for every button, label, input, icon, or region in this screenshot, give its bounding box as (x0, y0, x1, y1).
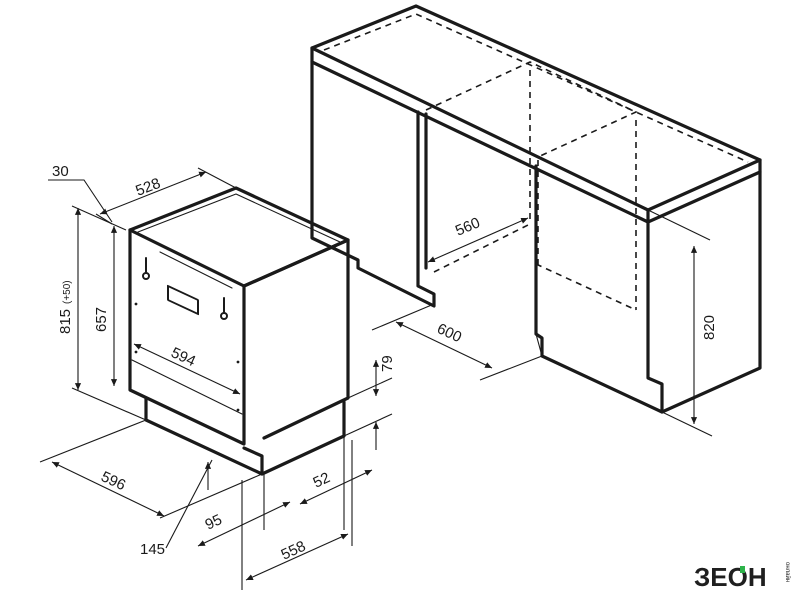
dim-815-ext-bot (71, 387, 147, 421)
mount-hole-left (142, 272, 150, 280)
screw-dot (134, 350, 138, 354)
dishwasher-body (128, 186, 350, 476)
dimension-lines (39, 167, 713, 590)
dim-600-line (395, 321, 493, 369)
niche-floor-dash (433, 223, 531, 273)
right-cabinet-plinth (535, 333, 543, 357)
dim-79-ext2 (343, 413, 393, 437)
control-strip (159, 251, 233, 289)
dim-528-line (99, 171, 207, 215)
countertop-side (646, 158, 762, 224)
logo-accent-icon (740, 566, 745, 573)
dishwasher-front (128, 228, 246, 446)
kitchen-cabinet (310, 4, 762, 414)
screw-dot (134, 302, 138, 306)
left-cabinet (310, 60, 436, 308)
label-560: 560 (453, 214, 483, 239)
label-79: 79 (379, 355, 396, 372)
dishwasher-top-inner (137, 193, 341, 243)
dim-815-ext-top (71, 205, 127, 231)
display-window (167, 284, 199, 316)
dim-560-line (427, 217, 529, 263)
label-30: 30 (52, 163, 69, 180)
screw-dot (236, 408, 240, 412)
label-657: 657 (93, 307, 110, 332)
dim-600-ext2 (479, 355, 543, 381)
dimension-labels: 30 528 815 (+50) 657 594 79 596 52 95 14… (52, 163, 718, 564)
dim-52-line (299, 469, 373, 505)
label-594: 594 (168, 344, 198, 370)
label-558: 558 (279, 538, 309, 564)
dim-596-ext1 (39, 419, 147, 463)
dim-596-line (51, 461, 165, 517)
dishwasher-top (128, 186, 350, 288)
label-815: 815 (57, 309, 74, 334)
countertop-dashed-outline (323, 13, 749, 163)
dishwasher-side (242, 238, 350, 440)
dim-528-ext2 (197, 167, 237, 189)
dim-95-line (197, 501, 291, 547)
niche-floor-right (535, 263, 637, 311)
dim-145-leader (165, 459, 213, 549)
dim-558-line (245, 533, 349, 581)
label-145: 145 (140, 541, 165, 558)
dim-820-ext-bot (661, 411, 713, 437)
label-820: 820 (701, 315, 718, 340)
dim-594-line (133, 343, 241, 395)
dim-600-ext1 (371, 303, 435, 331)
mount-hole-right (220, 312, 228, 320)
countertop-front (310, 46, 650, 224)
logo-sidetext: онлайн (784, 562, 791, 582)
dim-820-ext-top (647, 209, 711, 241)
label-596: 596 (98, 468, 128, 494)
dim-79-ext1 (347, 377, 393, 399)
screw-dot (236, 360, 240, 364)
right-cabinet-front (534, 164, 664, 414)
label-815-tolerance: (+50) (62, 280, 73, 304)
label-52: 52 (311, 469, 333, 491)
dim-596-ext2 (159, 473, 263, 519)
zeon-logo: ЗЕОН онлайн (694, 562, 791, 592)
dim-30-leader (48, 179, 113, 223)
label-528: 528 (133, 175, 162, 200)
dishwasher-plinth-side (260, 400, 346, 476)
label-95: 95 (203, 511, 225, 533)
logo-text: ЗЕОН (694, 562, 767, 592)
countertop-inner-dashed (425, 61, 638, 158)
